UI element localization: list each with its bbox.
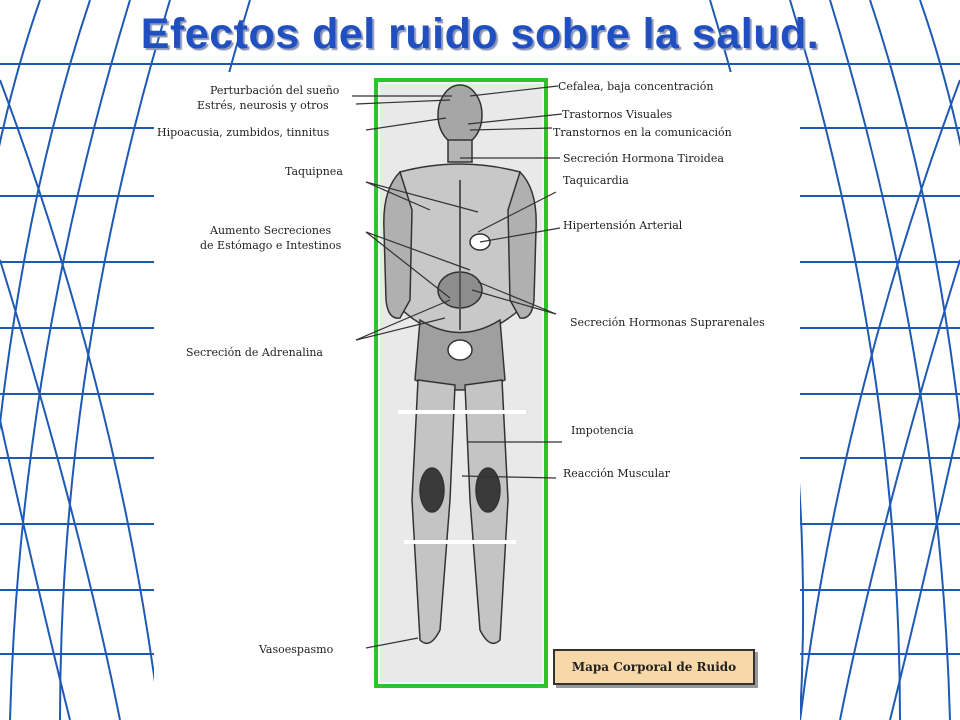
label-sueno: Perturbación del sueño bbox=[210, 84, 340, 97]
label-visuales: Trastornos Visuales bbox=[562, 108, 673, 121]
label-tiroidea: Secreción Hormona Tiroidea bbox=[563, 152, 724, 165]
label-secreciones-1: Aumento Secreciones bbox=[209, 224, 331, 237]
label-comunicacion: Transtornos en la comunicación bbox=[553, 126, 732, 139]
human-body-figure bbox=[383, 84, 537, 645]
label-taquicardia: Taquicardia bbox=[563, 174, 629, 187]
label-estres: Estrés, neurosis y otros bbox=[197, 99, 329, 112]
label-hipertension: Hipertensión Arterial bbox=[563, 219, 683, 232]
label-cefalea: Cefalea, baja concentración bbox=[558, 80, 713, 93]
labels-right: Cefalea, baja concentración Trastornos V… bbox=[553, 80, 765, 480]
leader-lines bbox=[352, 85, 563, 649]
label-vasoespasmo: Vasoespasmo bbox=[258, 643, 334, 656]
label-muscular: Reacción Muscular bbox=[563, 467, 671, 480]
legend-box: Mapa Corporal de Ruido bbox=[553, 649, 755, 685]
labels-left: Perturbación del sueño Estrés, neurosis … bbox=[157, 84, 343, 656]
label-taquipnea: Taquipnea bbox=[285, 165, 343, 178]
label-hipoacusia: Hipoacusia, zumbidos, tinnitus bbox=[157, 126, 330, 139]
label-secreciones-2: de Estómago e Intestinos bbox=[200, 239, 342, 252]
label-adrenalina: Secreción de Adrenalina bbox=[186, 346, 323, 359]
label-impotencia: Impotencia bbox=[571, 424, 634, 437]
slide-title: Efectos del ruido sobre la salud. bbox=[140, 10, 820, 58]
label-suprarrenales: Secreción Hormonas Suprarenales bbox=[570, 316, 765, 329]
